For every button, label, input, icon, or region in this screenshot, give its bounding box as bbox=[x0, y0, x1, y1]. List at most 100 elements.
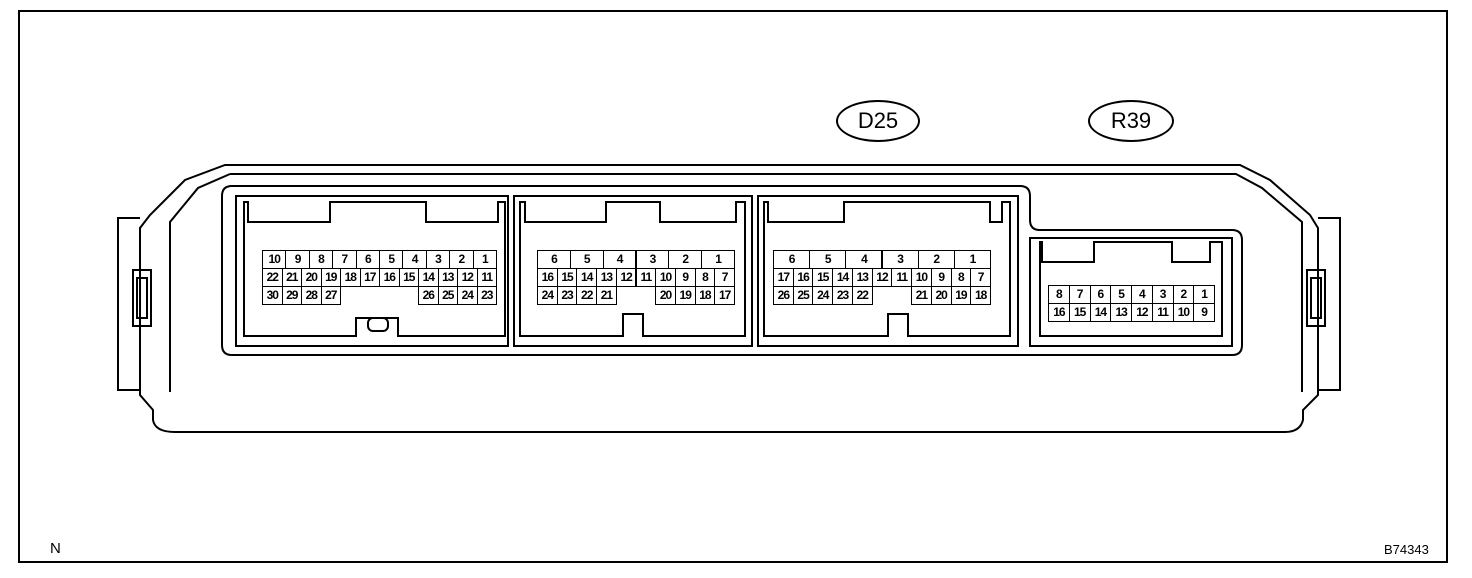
pin-cell: 14 bbox=[832, 268, 853, 287]
corner-label-n: N bbox=[50, 540, 61, 557]
pin-cell: 10 bbox=[655, 268, 676, 287]
pin-cell: 20 bbox=[655, 286, 676, 305]
connector-b-key bbox=[519, 201, 746, 337]
connector-c-shell bbox=[757, 195, 1019, 347]
pin-cell: 10 bbox=[911, 268, 932, 287]
pin-cell: 24 bbox=[537, 286, 558, 305]
pin-cell: 21 bbox=[281, 268, 302, 287]
pin-cell: 16 bbox=[1048, 303, 1070, 322]
pin-cell: 7 bbox=[970, 268, 991, 287]
pin-cell: 11 bbox=[476, 268, 497, 287]
connector-a-shell bbox=[235, 195, 509, 347]
connector-a-latch bbox=[367, 317, 389, 332]
pin-cell: 20 bbox=[930, 286, 952, 305]
pin-cell: 1 bbox=[1193, 285, 1215, 304]
pin-cell: 12 bbox=[615, 268, 637, 287]
pin-cell: 30 bbox=[262, 286, 283, 305]
pin-cell: 14 bbox=[1089, 303, 1112, 322]
pin-cell: 25 bbox=[437, 286, 458, 305]
left-bracket-slot bbox=[132, 269, 152, 327]
pin-cell: 8 bbox=[694, 268, 716, 287]
pin-cell: 8 bbox=[308, 250, 334, 269]
diagram-frame bbox=[18, 10, 1448, 563]
pin-cell: 23 bbox=[556, 286, 578, 305]
pin-cell: 15 bbox=[556, 268, 578, 287]
pin-cell: 25 bbox=[792, 286, 814, 305]
pin-cell: 5 bbox=[569, 250, 604, 269]
connector-tag-r39: R39 bbox=[1088, 100, 1174, 142]
pin-cell: 15 bbox=[812, 268, 834, 287]
pin-cell: 10 bbox=[262, 250, 287, 269]
pin-cell: 11 bbox=[1151, 303, 1174, 322]
pin-cell: 3 bbox=[881, 250, 919, 269]
pin-cell: 19 bbox=[950, 286, 972, 305]
pin-cell: 17 bbox=[714, 286, 735, 305]
left-bracket bbox=[117, 217, 140, 391]
pin-cell: 23 bbox=[476, 286, 497, 305]
pin-cell: 26 bbox=[773, 286, 794, 305]
pin-cell: 21 bbox=[596, 286, 617, 305]
connector-c-key bbox=[763, 201, 1011, 337]
pin-cell: 14 bbox=[576, 268, 598, 287]
pin-cell: 6 bbox=[355, 250, 380, 269]
pin-cell: 3 bbox=[1151, 285, 1174, 304]
pin-cell: 29 bbox=[281, 286, 302, 305]
pin-cell: 3 bbox=[635, 250, 670, 269]
pin-cell: 26 bbox=[418, 286, 439, 305]
pin-cell: 21 bbox=[911, 286, 932, 305]
pin-cell: 12 bbox=[871, 268, 893, 287]
pin-cell: 13 bbox=[851, 268, 873, 287]
pin-cell: 7 bbox=[1068, 285, 1091, 304]
pin-cell: 17 bbox=[359, 268, 380, 287]
pin-cell: 2 bbox=[917, 250, 955, 269]
connector-a-key bbox=[243, 201, 506, 337]
pin-cell: 7 bbox=[714, 268, 735, 287]
pin-cell: 13 bbox=[1110, 303, 1132, 322]
pin-cell: 10 bbox=[1172, 303, 1195, 322]
pin-cell: 4 bbox=[1131, 285, 1153, 304]
pin-cell: 15 bbox=[398, 268, 419, 287]
pin-cell: 4 bbox=[602, 250, 637, 269]
pin-cell: 14 bbox=[418, 268, 439, 287]
pin-cell: 3 bbox=[425, 250, 451, 269]
pin-cell: 28 bbox=[301, 286, 322, 305]
connector-d-key bbox=[1039, 241, 1223, 337]
pin-cell: 2 bbox=[1172, 285, 1195, 304]
pin-cell: 16 bbox=[379, 268, 400, 287]
pin-cell: 2 bbox=[449, 250, 474, 269]
pin-cell: 8 bbox=[950, 268, 972, 287]
ecu-housing-inner-edge bbox=[230, 173, 1303, 392]
pin-cell: 24 bbox=[812, 286, 834, 305]
connector-panel bbox=[221, 185, 1243, 356]
pin-cell: 6 bbox=[537, 250, 571, 269]
pin-cell: 1 bbox=[953, 250, 991, 269]
pin-cell: 1 bbox=[472, 250, 497, 269]
pin-cell: 5 bbox=[1110, 285, 1132, 304]
pin-cell: 12 bbox=[457, 268, 478, 287]
pin-cell: 7 bbox=[332, 250, 357, 269]
pin-cell: 11 bbox=[891, 268, 913, 287]
pin-cell: 4 bbox=[402, 250, 427, 269]
pin-cell: 9 bbox=[1193, 303, 1215, 322]
pin-cell: 12 bbox=[1131, 303, 1153, 322]
connector-b-shell bbox=[513, 195, 753, 347]
pin-cell: 16 bbox=[537, 268, 558, 287]
pin-cell: 27 bbox=[320, 286, 341, 305]
right-bracket-slot bbox=[1306, 269, 1326, 327]
pin-cell: 13 bbox=[596, 268, 617, 287]
pin-cell: 2 bbox=[668, 250, 703, 269]
pin-cell: 18 bbox=[970, 286, 991, 305]
pin-cell: 9 bbox=[674, 268, 696, 287]
pin-cell: 19 bbox=[320, 268, 341, 287]
pin-cell: 1 bbox=[701, 250, 735, 269]
pin-cell: 6 bbox=[1089, 285, 1112, 304]
pin-cell: 18 bbox=[694, 286, 716, 305]
pin-cell: 15 bbox=[1068, 303, 1091, 322]
pin-cell: 17 bbox=[773, 268, 794, 287]
pin-cell: 18 bbox=[340, 268, 361, 287]
pin-cell: 19 bbox=[674, 286, 696, 305]
pin-cell: 16 bbox=[792, 268, 814, 287]
pin-cell: 22 bbox=[262, 268, 283, 287]
ecu-housing-outline bbox=[139, 164, 1319, 433]
